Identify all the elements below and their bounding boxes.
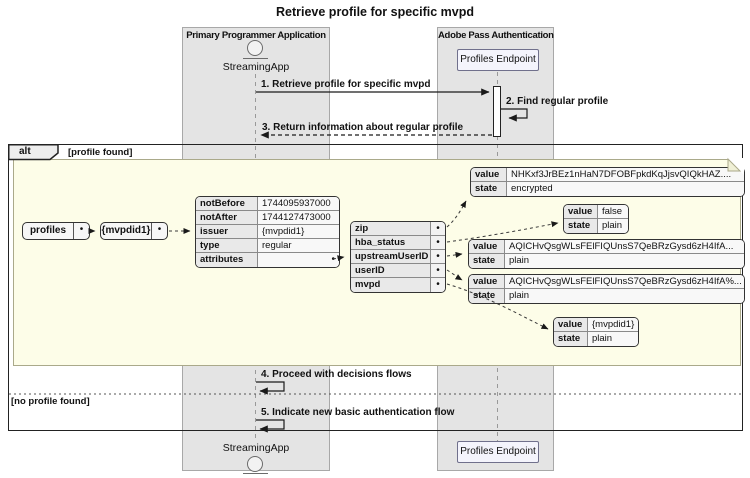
row-key: value bbox=[471, 168, 507, 181]
row-value: {mvpdid1} bbox=[258, 225, 339, 238]
row-value: plain bbox=[505, 254, 744, 268]
row-value: • bbox=[258, 253, 339, 267]
row-value: plain bbox=[505, 289, 744, 303]
row-key: value bbox=[469, 275, 505, 288]
row-key: type bbox=[196, 239, 258, 252]
participant-streamingapp: StreamingApp bbox=[222, 61, 290, 73]
map-mvpdid1-key: {mvpdid1} bbox=[101, 223, 152, 239]
map-mvpdid1: {mvpdid1} • bbox=[100, 222, 168, 240]
table-row: state plain bbox=[554, 332, 638, 346]
streamingapp-actor-icon-footer bbox=[247, 456, 263, 472]
row-key: state bbox=[471, 182, 507, 196]
alt-operator-label: alt bbox=[19, 146, 31, 157]
table-row: state plain bbox=[469, 254, 744, 268]
row-value: 1744127473000 bbox=[258, 211, 339, 224]
streamingapp-actor-underline bbox=[243, 58, 268, 59]
row-value: AQICHvQsgWLsFElFIQUnsS7QeBRzGysd6zH4IfA%… bbox=[505, 275, 744, 288]
table-row: userID • bbox=[351, 264, 445, 278]
table-row: hba_status • bbox=[351, 236, 445, 250]
row-key: userID bbox=[351, 264, 431, 277]
alt-guard-no-profile-found: [no profile found] bbox=[11, 396, 90, 407]
row-key: value bbox=[554, 318, 588, 331]
box-right-label: Adobe Pass Authentication bbox=[438, 30, 554, 41]
message-4-label: 4. Proceed with decisions flows bbox=[261, 369, 412, 380]
participant-profiles-endpoint-footer: Profiles Endpoint bbox=[457, 441, 539, 463]
message-3-label: 3. Return information about regular prof… bbox=[262, 122, 464, 133]
alt-tab-shape bbox=[8, 144, 59, 161]
row-value: AQICHvQsgWLsFElFIQUnsS7QeBRzGysd6zH4IfA.… bbox=[505, 240, 744, 253]
table-row: value AQICHvQsgWLsFElFIQUnsS7QeBRzGysd6z… bbox=[469, 240, 744, 254]
profile-table: notBefore 1744095937000 notAfter 1744127… bbox=[195, 196, 340, 268]
table-row: upstreamUserID • bbox=[351, 250, 445, 264]
value-state-table-hba-status: value false state plain bbox=[563, 204, 629, 234]
row-key: upstreamUserID bbox=[351, 250, 431, 263]
message-5-label: 5. Indicate new basic authentication flo… bbox=[261, 407, 455, 418]
attributes-ref-dot: • bbox=[331, 254, 335, 265]
row-value: plain bbox=[598, 219, 628, 233]
streamingapp-actor-icon bbox=[247, 40, 263, 56]
table-row: mvpd • bbox=[351, 278, 445, 292]
attr-ref-dot: • bbox=[431, 264, 445, 277]
value-state-table-userid: value AQICHvQsgWLsFElFIQUnsS7QeBRzGysd6z… bbox=[468, 274, 745, 304]
row-key: hba_status bbox=[351, 236, 431, 249]
attr-ref-dot: • bbox=[431, 250, 445, 263]
attributes-table: zip • hba_status • upstreamUserID • user… bbox=[350, 221, 446, 293]
map-profiles-ref-dot: • bbox=[79, 224, 84, 235]
row-value: regular bbox=[258, 239, 339, 252]
row-key: state bbox=[564, 219, 598, 233]
table-row: type regular bbox=[196, 239, 339, 253]
table-row: zip • bbox=[351, 222, 445, 236]
message-2-label: 2. Find regular profile bbox=[506, 96, 609, 107]
row-key: state bbox=[469, 254, 505, 268]
row-key: mvpd bbox=[351, 278, 431, 292]
row-key: state bbox=[554, 332, 588, 346]
table-row: issuer {mvpdid1} bbox=[196, 225, 339, 239]
row-key: value bbox=[564, 205, 598, 218]
value-state-table-upstream-userid: value AQICHvQsgWLsFElFIQUnsS7QeBRzGysd6z… bbox=[468, 239, 745, 269]
attr-ref-dot: • bbox=[431, 278, 445, 292]
value-state-table-mvpd: value {mvpdid1} state plain bbox=[553, 317, 639, 347]
attr-ref-dot: • bbox=[431, 236, 445, 249]
streamingapp-actor-underline-footer bbox=[243, 473, 268, 474]
table-row: state plain bbox=[469, 289, 744, 303]
map-mvpdid1-ref-dot: • bbox=[157, 224, 162, 235]
row-key: attributes bbox=[196, 253, 258, 267]
row-key: value bbox=[469, 240, 505, 253]
attr-ref-dot: • bbox=[431, 222, 445, 235]
row-value: plain bbox=[588, 332, 638, 346]
table-row: notBefore 1744095937000 bbox=[196, 197, 339, 211]
activation-bar bbox=[493, 86, 501, 137]
table-row: value AQICHvQsgWLsFElFIQUnsS7QeBRzGysd6z… bbox=[469, 275, 744, 289]
box-left-label: Primary Programmer Application bbox=[186, 30, 326, 41]
row-key: zip bbox=[351, 222, 431, 235]
alt-guard-profile-found: [profile found] bbox=[68, 147, 133, 158]
row-value: NHKxf3JrBEz1nHaN7DFOBFpkdKqJjsvQIQkHAZ..… bbox=[507, 168, 744, 181]
row-value: false bbox=[598, 205, 628, 218]
table-row: notAfter 1744127473000 bbox=[196, 211, 339, 225]
value-state-table-zip: value NHKxf3JrBEz1nHaN7DFOBFpkdKqJjsvQIQ… bbox=[470, 167, 745, 197]
table-row: state plain bbox=[564, 219, 628, 233]
row-value: encrypted bbox=[507, 182, 744, 196]
row-value: 1744095937000 bbox=[258, 197, 339, 210]
row-value: {mvpdid1} bbox=[588, 318, 638, 331]
table-row: state encrypted bbox=[471, 182, 744, 196]
participant-profiles-endpoint: Profiles Endpoint bbox=[457, 49, 539, 71]
row-key: notAfter bbox=[196, 211, 258, 224]
message-1-label: 1. Retrieve profile for specific mvpd bbox=[261, 79, 431, 90]
diagram-title: Retrieve profile for specific mvpd bbox=[276, 5, 474, 19]
table-row: value NHKxf3JrBEz1nHaN7DFOBFpkdKqJjsvQIQ… bbox=[471, 168, 744, 182]
map-profiles: profiles • bbox=[22, 222, 90, 240]
row-key: issuer bbox=[196, 225, 258, 238]
row-key: state bbox=[469, 289, 505, 303]
participant-streamingapp-footer: StreamingApp bbox=[222, 442, 290, 454]
table-row: attributes • bbox=[196, 253, 339, 267]
row-key: notBefore bbox=[196, 197, 258, 210]
table-row: value {mvpdid1} bbox=[554, 318, 638, 332]
table-row: value false bbox=[564, 205, 628, 219]
map-profiles-key: profiles bbox=[23, 223, 74, 239]
